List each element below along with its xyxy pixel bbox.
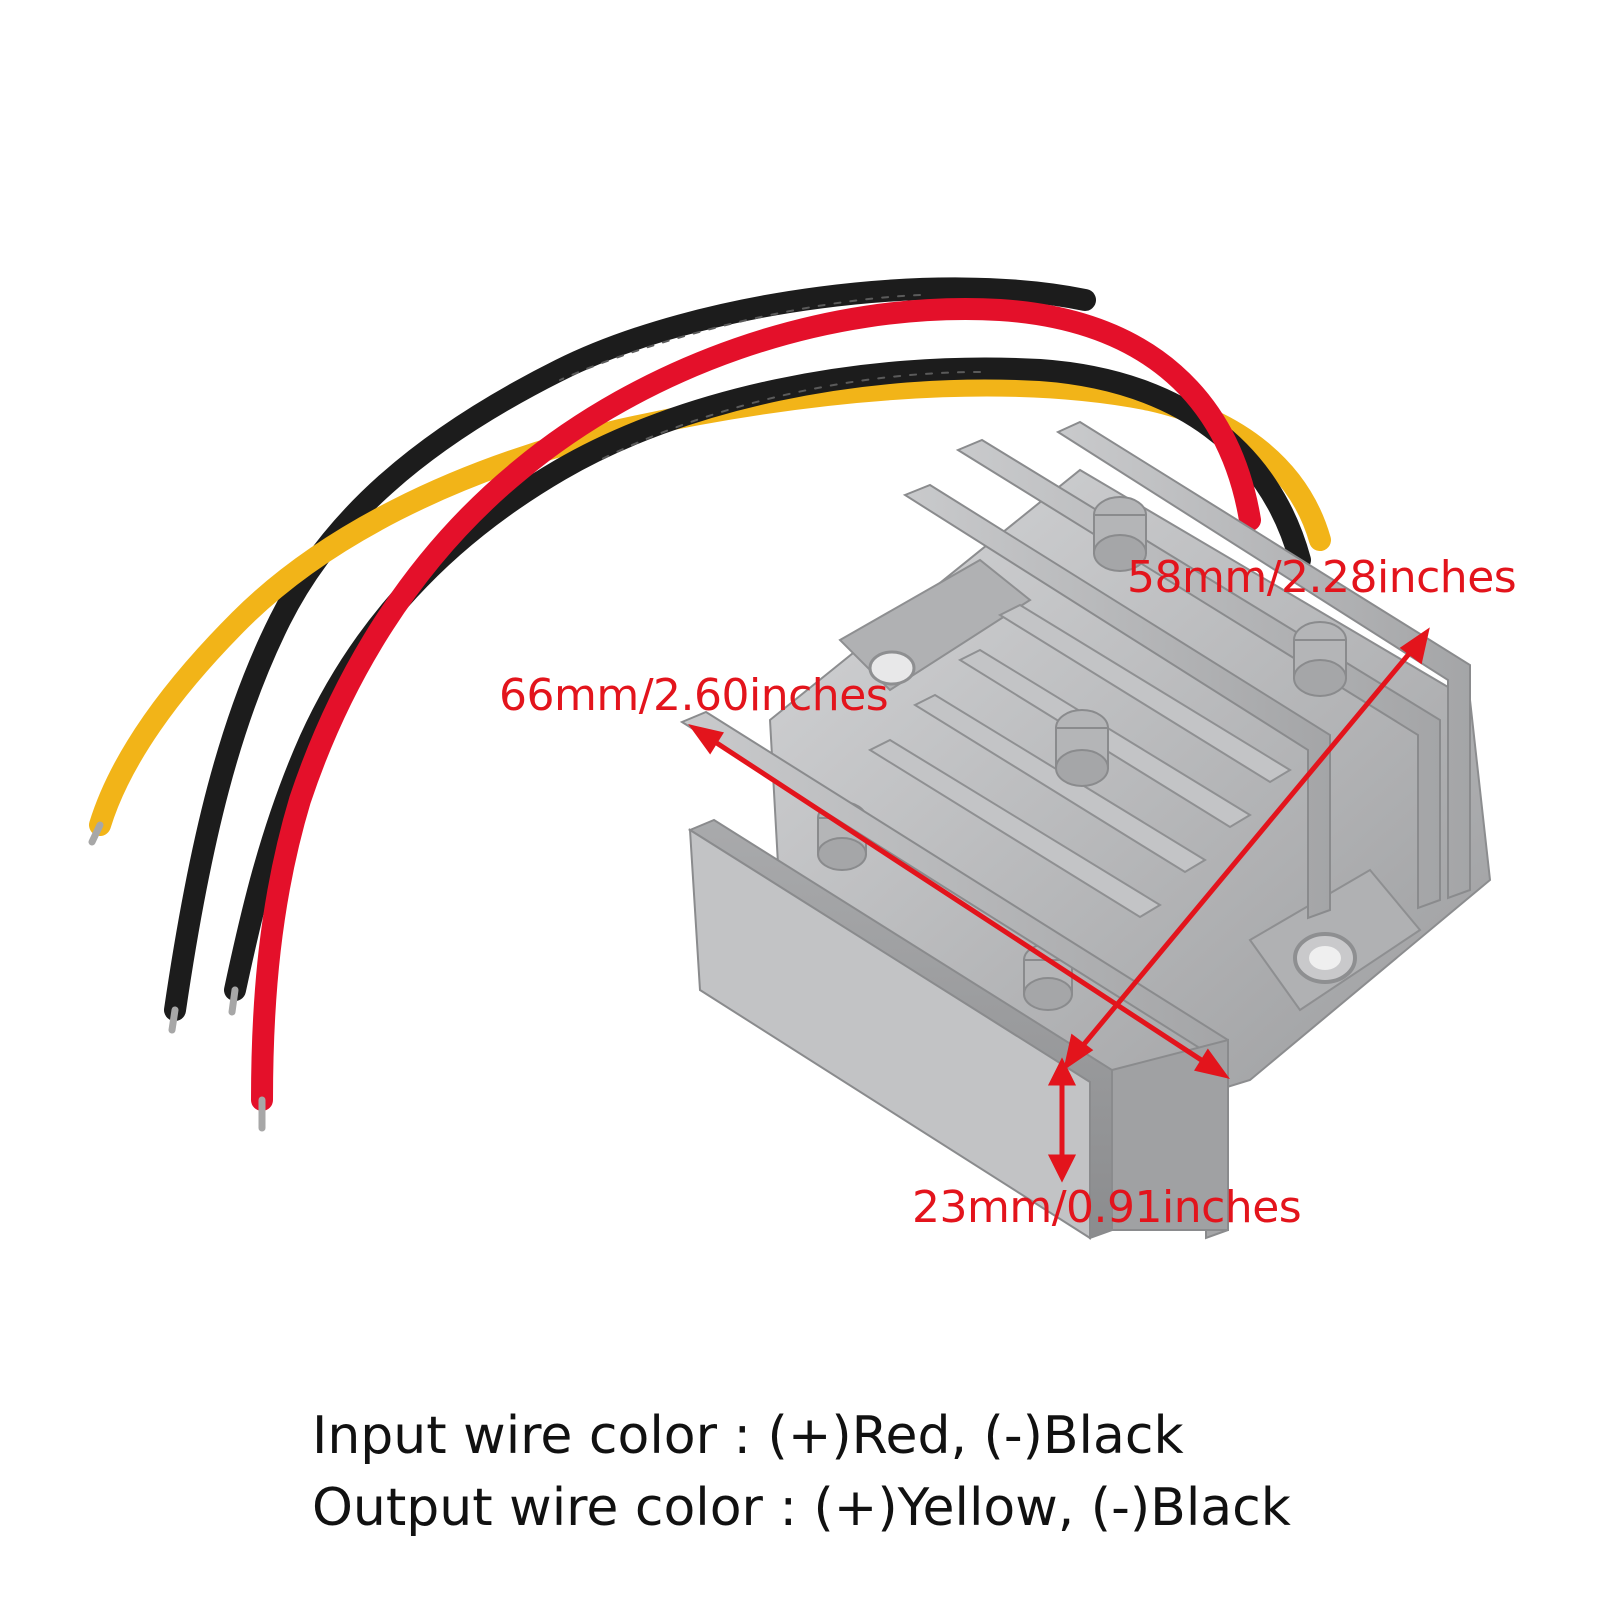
converter-housing: [679, 420, 1492, 1240]
wire-tip-yellow: [88, 821, 104, 846]
width-dimension-label: 58mm/2.28inches: [1127, 552, 1517, 603]
length-arrow: [704, 733, 1214, 1070]
input-wire-caption: Input wire color : (+)Red, (-)Black: [312, 1406, 1184, 1466]
width-arrow: [1073, 641, 1420, 1057]
mounting-hole-left: [868, 650, 916, 686]
output-wire-caption: Output wire color : (+)Yellow, (-)Black: [312, 1478, 1291, 1538]
wire-bundle: [88, 277, 1331, 1132]
wire-tip-black-2: [228, 986, 239, 1016]
wire-tip-black-1: [168, 1006, 179, 1034]
wire-black-input: [224, 357, 1311, 1001]
wire-red-input: [251, 298, 1261, 1111]
length-dimension-label: 66mm/2.60inches: [499, 670, 889, 721]
dimension-arrows: [688, 627, 1430, 1183]
wire-black-output: [164, 277, 1096, 1021]
height-dimension-label: 23mm/0.91inches: [912, 1182, 1302, 1233]
